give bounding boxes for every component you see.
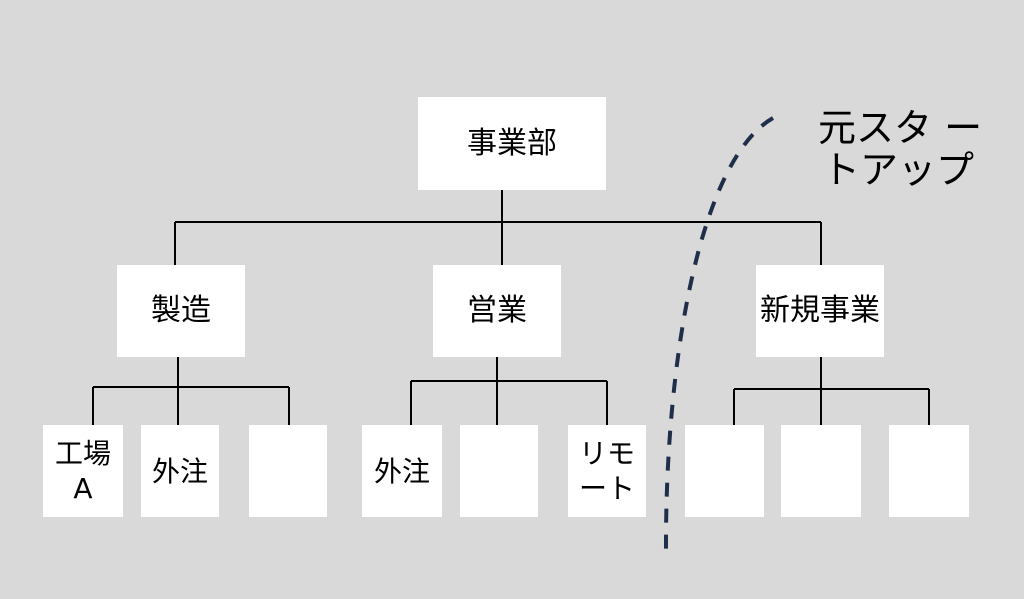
unit-node	[685, 425, 764, 517]
unit-label: リモ ート	[578, 437, 635, 505]
former-startup-annotation: 元スタ ー トアップ	[818, 106, 1018, 192]
unit-node	[781, 425, 861, 517]
annotation-line-1: 元スタ ー	[818, 106, 983, 150]
unit-node	[889, 425, 969, 517]
unit-label: 工場 A	[54, 437, 111, 505]
unit-node: 工場 A	[43, 425, 123, 517]
annotation-line-2: トアップ	[822, 147, 975, 192]
division-node-sales: 営業	[433, 265, 561, 357]
unit-node: 外注	[362, 425, 442, 517]
root-node: 事業部	[418, 97, 606, 190]
division-label: 新規事業	[760, 293, 880, 328]
unit-label: 外注	[373, 454, 430, 488]
unit-label: 外注	[151, 454, 208, 488]
division-label: 営業	[467, 293, 527, 328]
root-label: 事業部	[467, 125, 557, 161]
unit-node: 外注	[141, 425, 219, 517]
division-node-manufacturing: 製造	[117, 265, 245, 357]
startup-boundary-dashed-curve	[663, 116, 775, 553]
division-label: 製造	[151, 293, 211, 328]
unit-node	[249, 425, 327, 517]
unit-node: リモ ート	[568, 425, 646, 517]
unit-node	[460, 425, 538, 517]
division-node-new-business: 新規事業	[756, 265, 884, 357]
